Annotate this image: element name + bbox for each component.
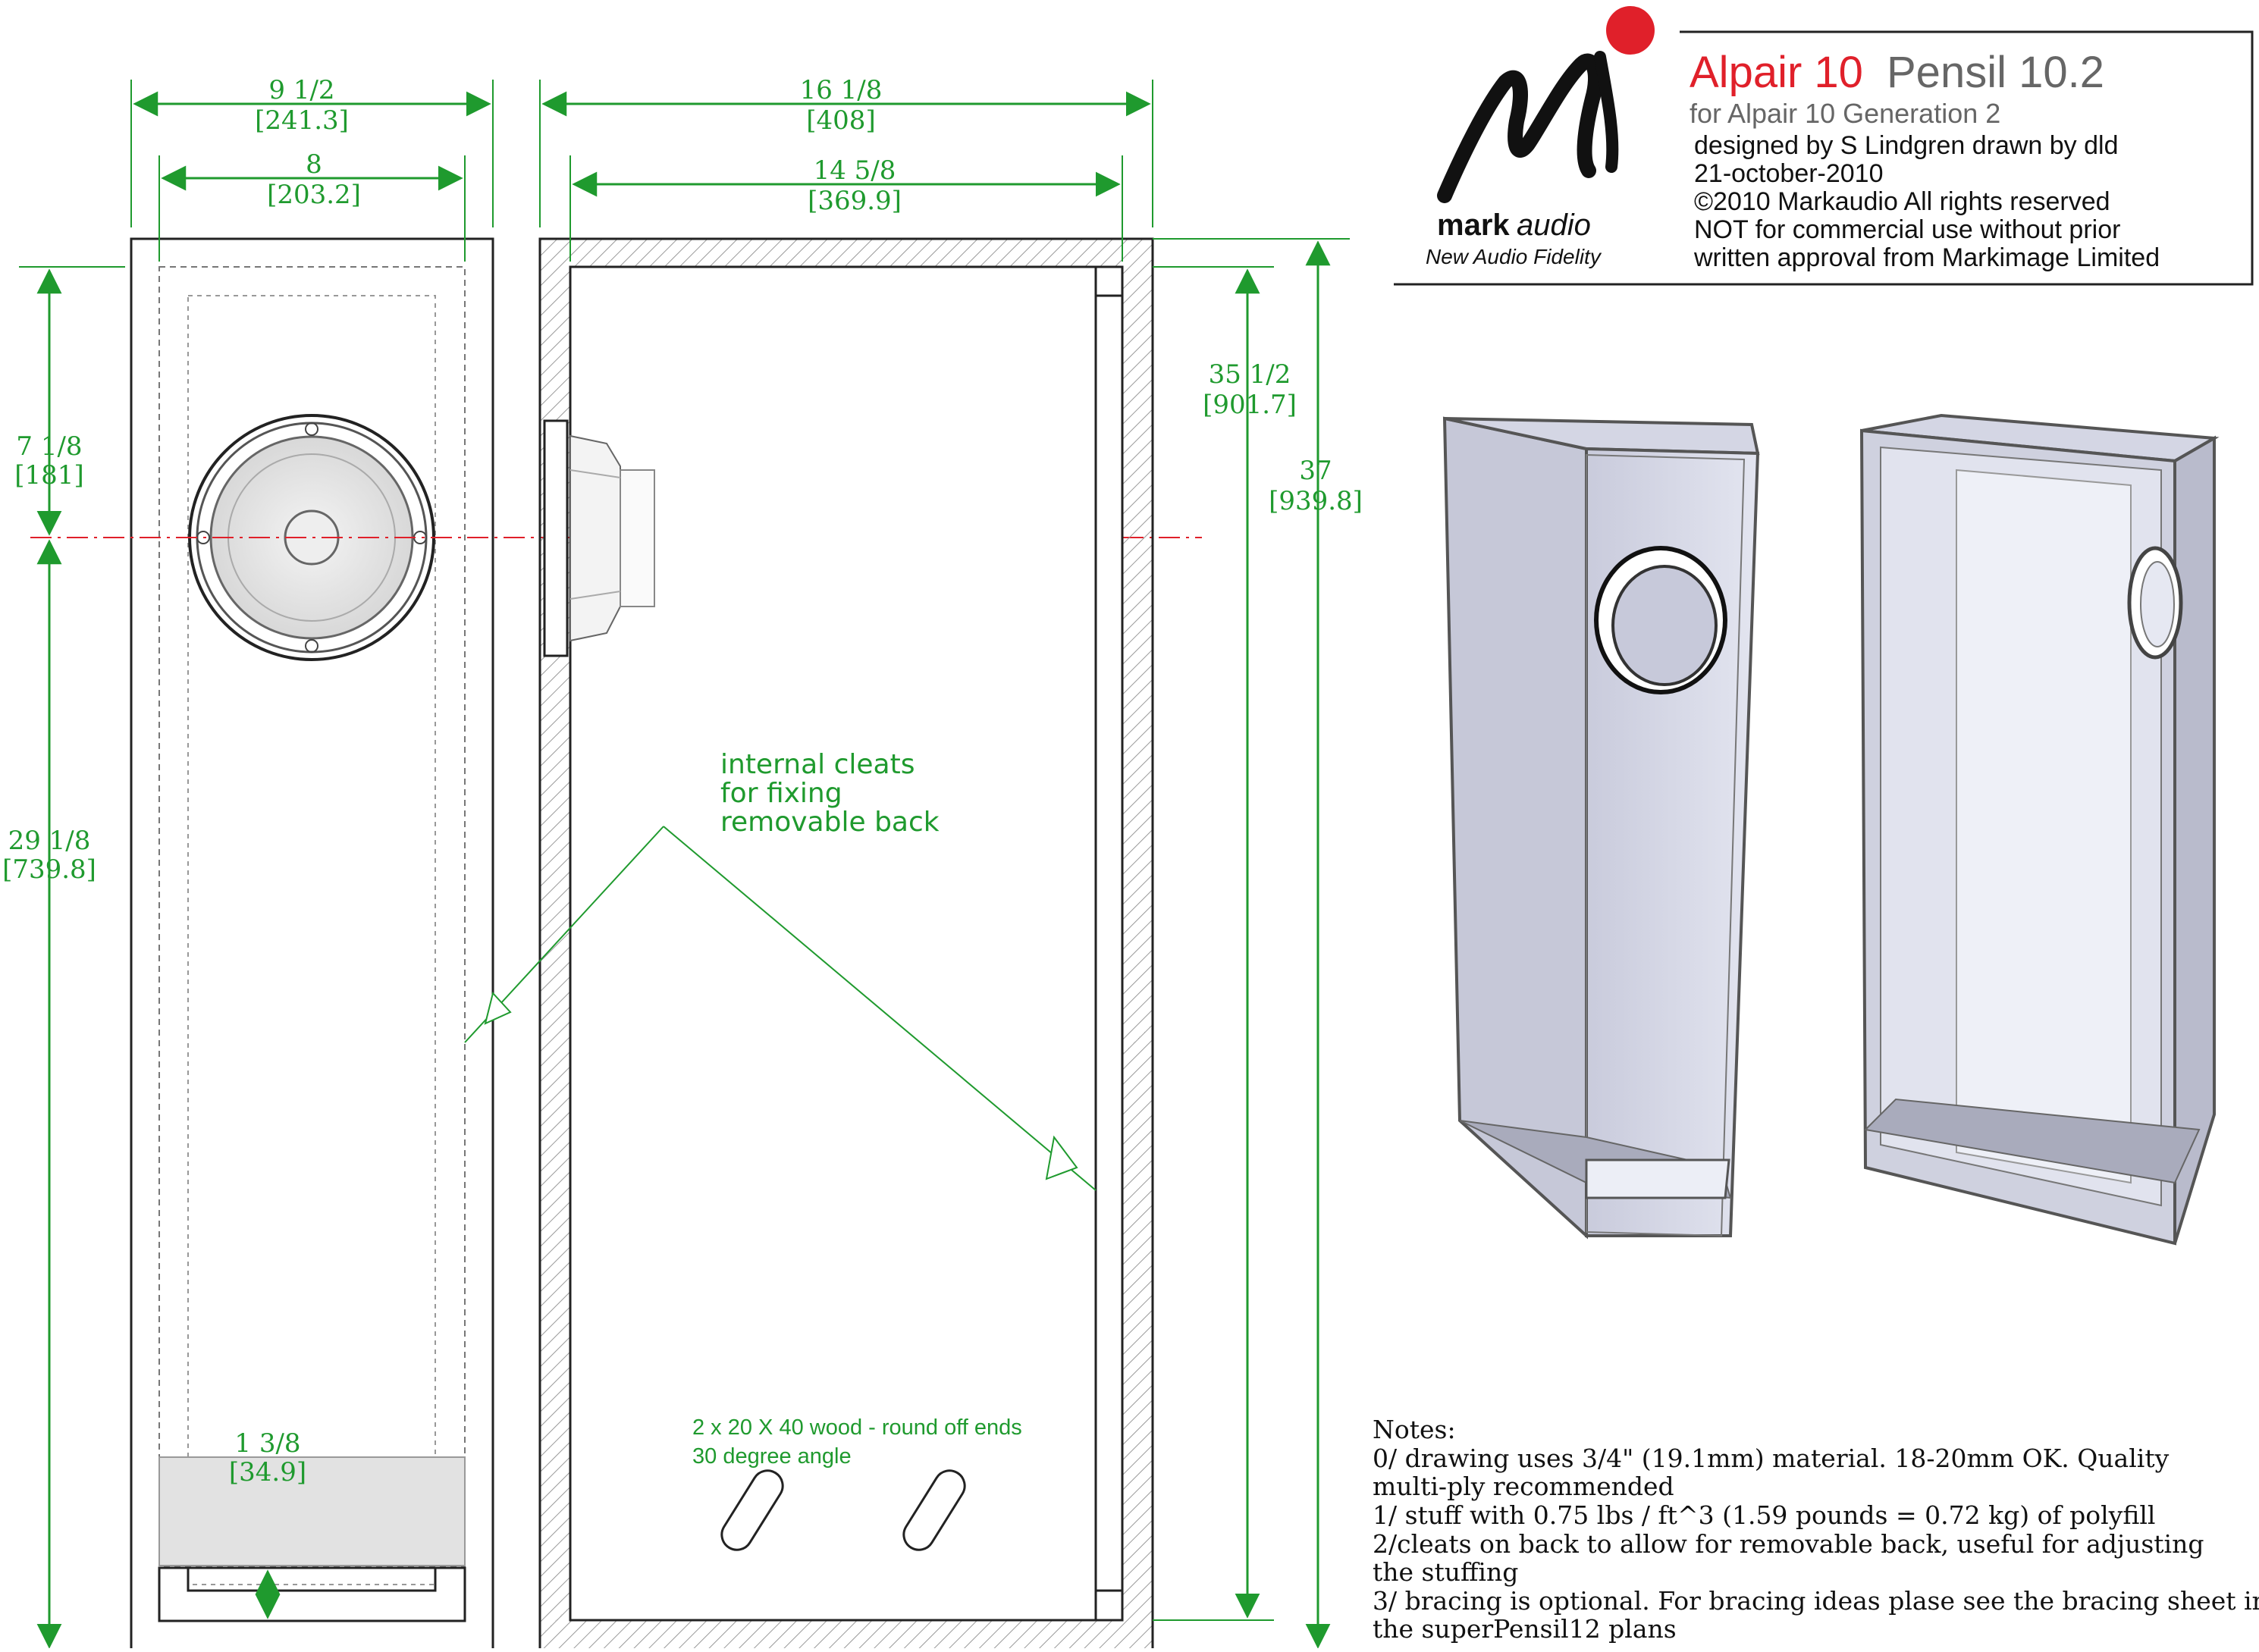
side-view bbox=[538, 237, 1154, 1652]
cleats-note-line2: for fixing bbox=[720, 778, 842, 809]
dimension-lines bbox=[36, 91, 1331, 1649]
wood-cleat-icon bbox=[720, 1469, 784, 1551]
notes-line: the superPensil12 plans bbox=[1373, 1614, 1677, 1644]
dim-outer-height-mm: [939.8] bbox=[1269, 486, 1363, 516]
logo-brand-audio: audio bbox=[1517, 208, 1591, 242]
isometric-view-front bbox=[1442, 416, 1760, 1240]
notes-line: 1/ stuff with 0.75 lbs / ft^3 (1.59 poun… bbox=[1373, 1500, 2155, 1530]
title-block-border bbox=[1394, 30, 2254, 286]
title-subtitle: for Alpair 10 Generation 2 bbox=[1690, 98, 2000, 129]
title-block: mark audio New Audio Fidelity Alpair 10 … bbox=[1394, 6, 2254, 286]
bottom-brace-block bbox=[158, 1456, 466, 1566]
dim-inner-height-mm: [901.7] bbox=[1203, 390, 1297, 420]
dim-side-inner-in: 14 5/8 bbox=[814, 155, 896, 186]
title-date: 21-october-2010 bbox=[1694, 159, 1884, 188]
front-view bbox=[130, 237, 494, 1652]
dim-driver-bottom-mm: [739.8] bbox=[2, 854, 96, 885]
notes-line: 0/ drawing uses 3/4" (19.1mm) material. … bbox=[1373, 1444, 2170, 1473]
dim-front-inner-in: 8 bbox=[306, 149, 322, 180]
screw-icon bbox=[305, 639, 318, 653]
cleats-note-line1: internal cleats bbox=[720, 749, 915, 780]
notes-heading: Notes: bbox=[1373, 1415, 1456, 1444]
notes-line: multi-ply recommended bbox=[1373, 1472, 1674, 1501]
title-restriction-2: written approval from Markimage Limited bbox=[1693, 243, 2160, 272]
wood-note-line2: 30 degree angle bbox=[692, 1444, 852, 1469]
cleats-note-line3: removable back bbox=[720, 807, 940, 838]
title-model-part1: Alpair 10 bbox=[1690, 48, 1863, 97]
logo-tagline: New Audio Fidelity bbox=[1426, 245, 1602, 268]
plinth-inner-line bbox=[187, 1568, 437, 1592]
dim-plinth-in: 1 3/8 bbox=[234, 1428, 300, 1459]
plinth-outline bbox=[158, 1566, 466, 1622]
dim-driver-top-in: 7 1/8 bbox=[16, 431, 82, 462]
title-copyright: ©2010 Markaudio All rights reserved bbox=[1694, 187, 2110, 216]
dim-driver-bottom-in: 29 1/8 bbox=[8, 826, 91, 856]
notes-line: the stuffing bbox=[1373, 1557, 1518, 1587]
dim-plinth-mm: [34.9] bbox=[229, 1457, 306, 1487]
title-designed-by: designed by S Lindgren drawn by dld bbox=[1694, 131, 2119, 160]
cleat-leader-lines bbox=[464, 826, 1097, 1191]
notes-section: Notes: 0/ drawing uses 3/4" (19.1mm) mat… bbox=[1373, 1415, 2259, 1644]
notes-line: 3/ bracing is optional. For bracing idea… bbox=[1373, 1586, 2259, 1616]
dim-outer-height-in: 37 bbox=[1299, 456, 1332, 486]
title-restriction-1: NOT for commercial use without prior bbox=[1694, 215, 2120, 244]
side-inner-cavity bbox=[569, 265, 1124, 1622]
wood-cleat-icon bbox=[902, 1469, 966, 1551]
driver-side-profile bbox=[543, 419, 655, 657]
dim-side-outer-in: 16 1/8 bbox=[800, 75, 883, 105]
annotations: internal cleats for fixing removable bac… bbox=[692, 749, 1022, 1469]
title-model-part2: Pensil 10.2 bbox=[1887, 48, 2104, 97]
dim-side-outer-mm: [408] bbox=[806, 105, 875, 136]
dim-front-inner-mm: [203.2] bbox=[267, 180, 361, 210]
dim-driver-top-mm: [181] bbox=[14, 460, 83, 491]
front-inner-hidden-line bbox=[158, 266, 466, 1567]
dim-side-inner-mm: [369.9] bbox=[808, 186, 902, 216]
screw-icon bbox=[305, 422, 318, 436]
removable-back-panel bbox=[1094, 265, 1124, 1622]
dim-inner-height-in: 35 1/2 bbox=[1209, 359, 1291, 390]
dimension-labels: 9 1/2 [241.3] 8 [203.2] 16 1/8 [408] 14 … bbox=[2, 75, 1363, 1487]
wood-note-line1: 2 x 20 X 40 wood - round off ends bbox=[692, 1415, 1022, 1440]
dim-front-outer-in: 9 1/2 bbox=[268, 75, 334, 105]
front-cleat-hidden-line bbox=[187, 295, 436, 1585]
isometric-view-back bbox=[1859, 413, 2220, 1246]
logo-brand-mark: mark bbox=[1437, 208, 1510, 242]
markaudio-logo-icon: mark audio New Audio Fidelity bbox=[1426, 6, 1655, 268]
dim-front-outer-mm: [241.3] bbox=[255, 105, 349, 136]
notes-line: 2/cleats on back to allow for removable … bbox=[1373, 1529, 2204, 1559]
